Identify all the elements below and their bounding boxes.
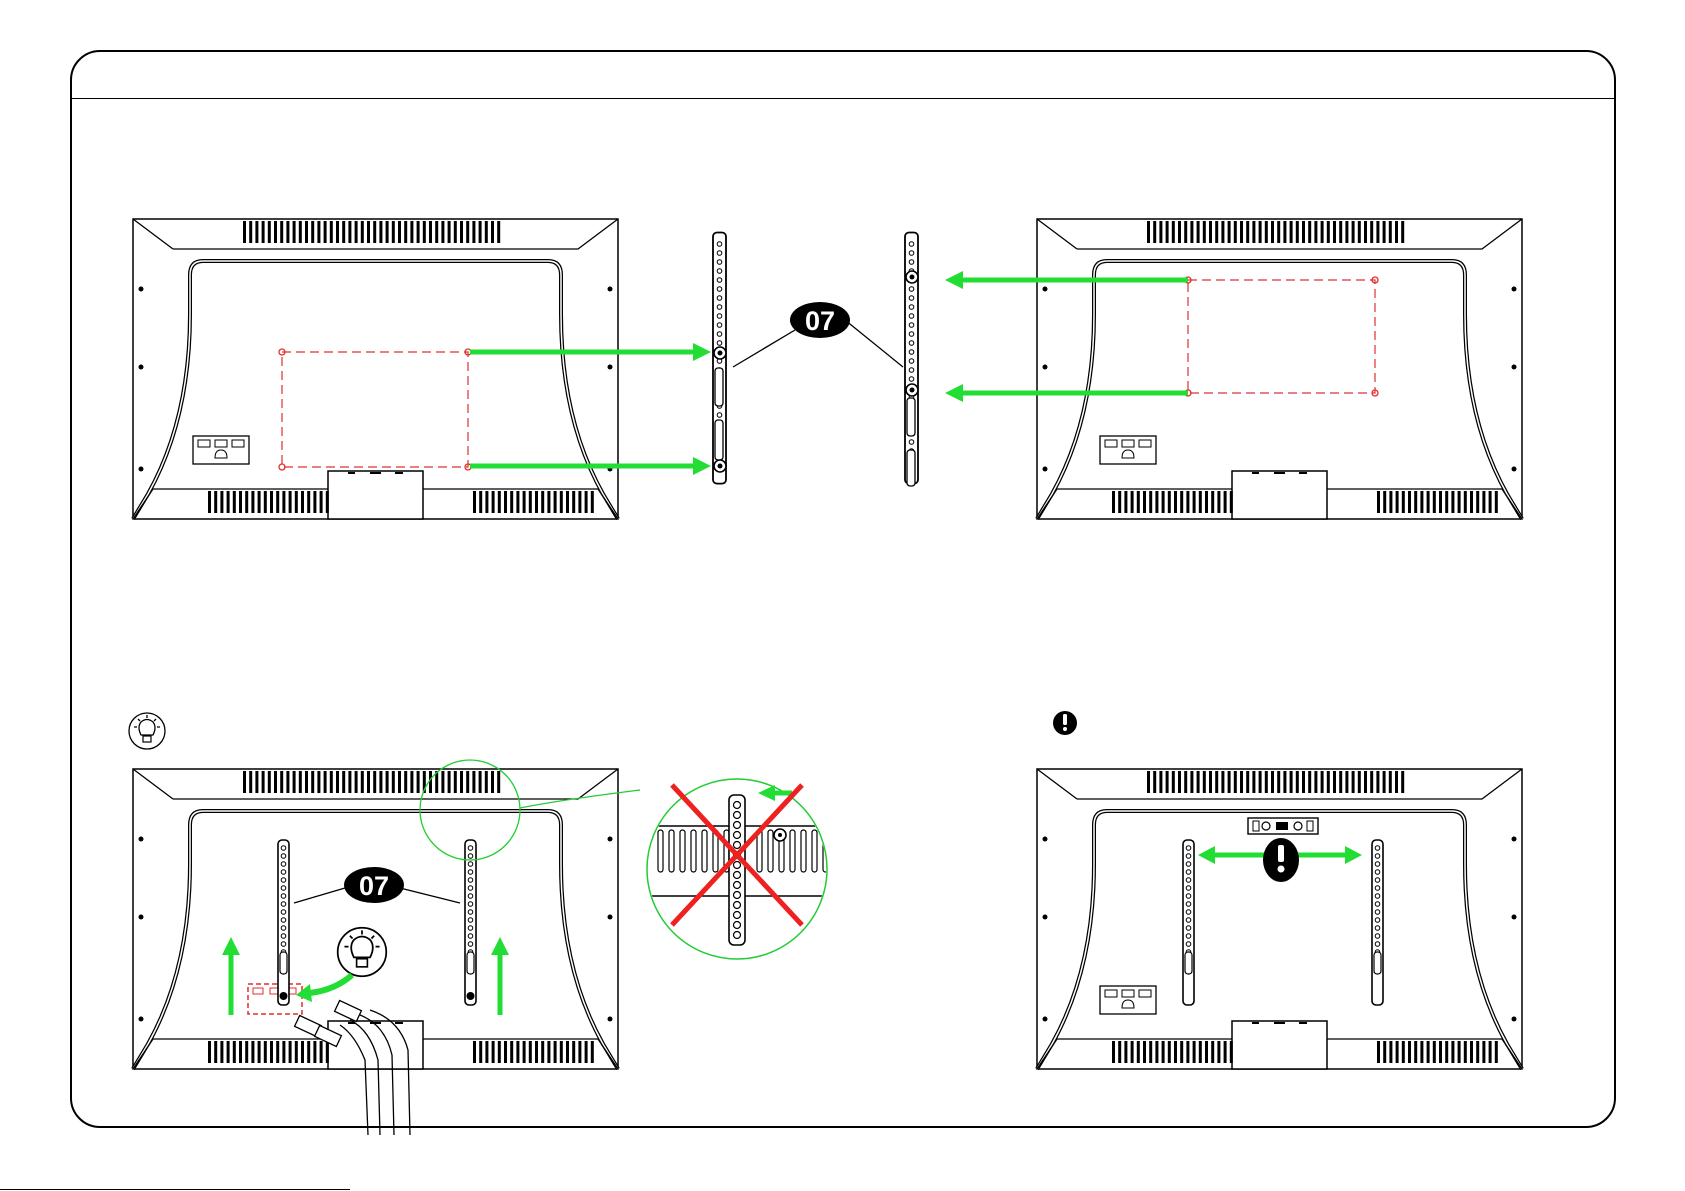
tv-back-panel-top-left	[133, 219, 618, 519]
bracket-front-left-level	[1183, 840, 1194, 1005]
exclamation-icon	[1053, 711, 1077, 735]
bracket-side-view-right	[905, 232, 918, 486]
bracket-front-right	[465, 840, 476, 1005]
lightbulb-icon	[129, 713, 165, 749]
bubble-level	[1248, 818, 1318, 834]
bracket-side-view-left	[713, 232, 726, 483]
part-callout-bottom-label: 07	[359, 871, 389, 901]
lightbulb-icon	[338, 928, 387, 977]
bracket-front-left	[278, 840, 289, 1005]
part-callout-top: 07	[790, 302, 850, 338]
bracket-front-right-level	[1372, 840, 1383, 1005]
part-callout-top-label: 07	[805, 306, 835, 336]
exclamation-icon	[1263, 838, 1299, 882]
tv-back-panel-bottom-right	[1037, 769, 1522, 1069]
part-callout-bottom: 07	[344, 867, 404, 903]
tv-back-panel-top-right	[1037, 219, 1522, 519]
